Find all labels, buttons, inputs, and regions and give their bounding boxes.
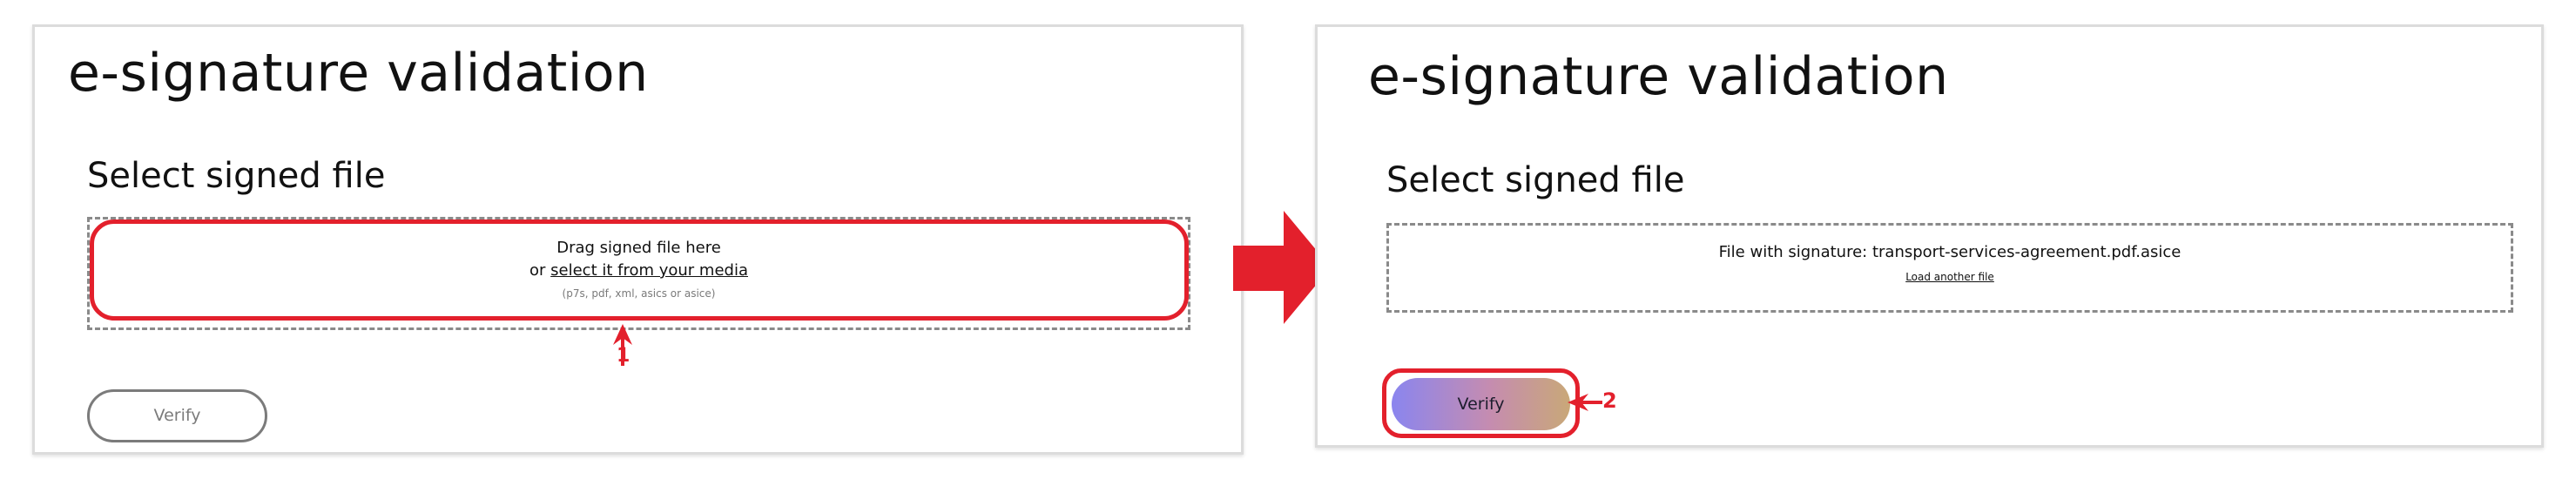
dropzone-instruction: Drag signed file here [556, 239, 721, 257]
load-another-file-link[interactable]: Load another file [1905, 271, 1994, 283]
selected-file-info: File with signature: transport-services-… [1718, 243, 2182, 261]
verify-button[interactable]: Verify [87, 389, 267, 442]
dropzone-highlight [90, 219, 1189, 321]
page-title: e-signature validation [1368, 46, 1949, 107]
dropzone-select-line: or select it from your media [90, 261, 1188, 280]
right-arrow-icon [1233, 211, 1331, 324]
select-from-media-link[interactable]: select it from your media [550, 261, 748, 280]
step2-label: 2 [1602, 388, 1617, 413]
step1-screen: e-signature validation Select signed fil… [32, 24, 1244, 455]
left-arrow-icon [1568, 394, 1602, 411]
section-title: Select signed file [1386, 160, 1685, 200]
file-dropzone[interactable]: Drag signed file here or select it from … [87, 217, 1190, 330]
dropzone-formats-hint: (p7s, pdf, xml, asics or asice) [562, 287, 716, 300]
page-title: e-signature validation [68, 43, 649, 104]
step1-label: 1 [617, 345, 631, 367]
verify-button[interactable]: Verify [1392, 378, 1570, 430]
step2-screen: e-signature validation Select signed fil… [1315, 24, 2544, 448]
up-arrow-icon [613, 324, 632, 366]
dropzone-or-text: or [529, 261, 551, 280]
file-dropzone[interactable]: File with signature: transport-services-… [1386, 223, 2513, 313]
section-title: Select signed file [87, 156, 386, 196]
